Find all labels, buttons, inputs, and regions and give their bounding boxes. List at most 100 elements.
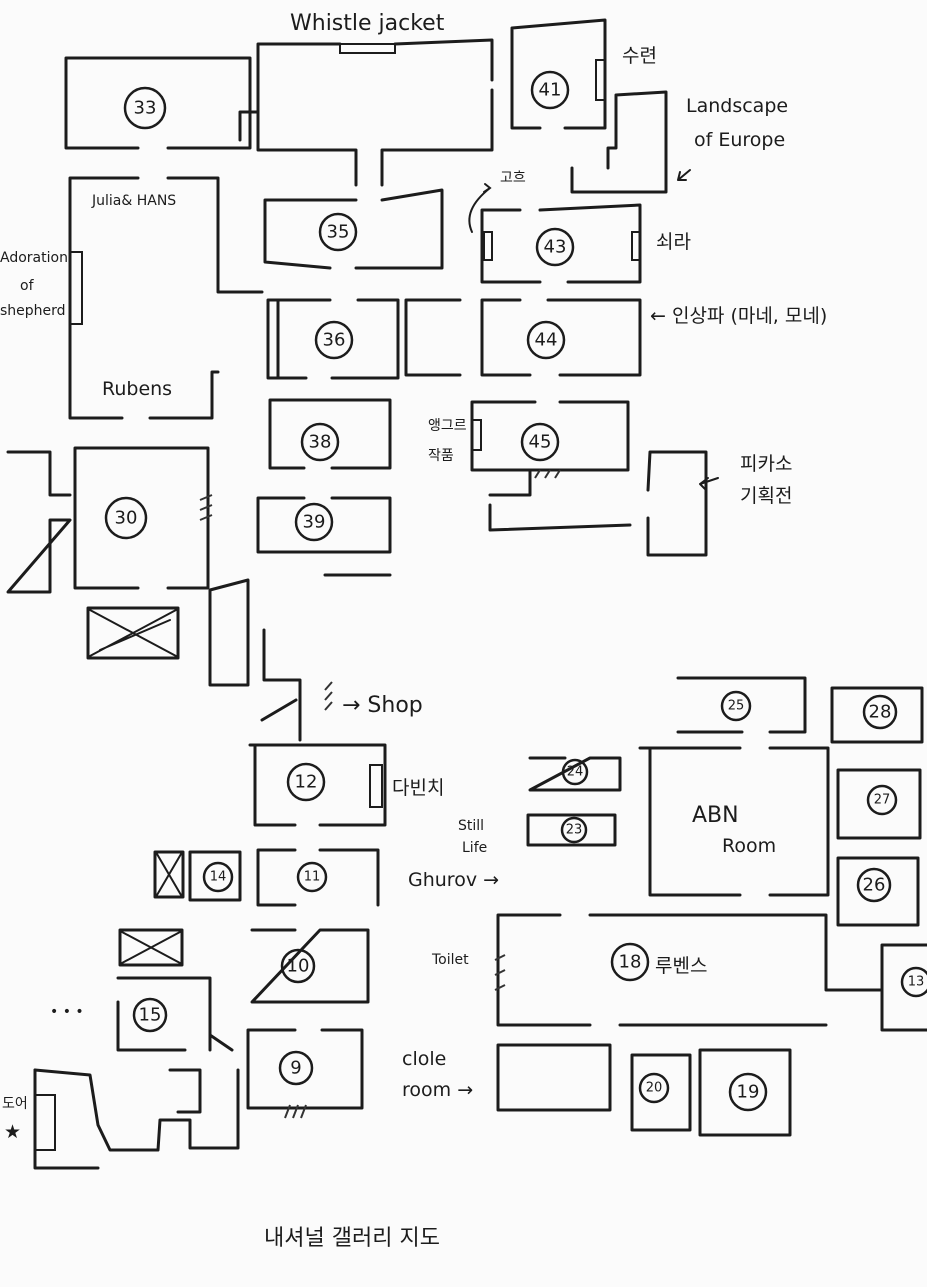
closed-room-30 — [86, 606, 180, 660]
label-cloakroom-2: room → — [402, 1079, 473, 1101]
room-41[interactable] — [510, 18, 607, 130]
room-24[interactable] — [528, 756, 622, 792]
room-35-number: 35 — [327, 222, 350, 243]
room-19[interactable] — [698, 1048, 792, 1137]
room-35-marker — [318, 212, 358, 252]
room-33-number: 33 — [134, 98, 157, 119]
room-41-number: 41 — [539, 80, 562, 101]
room-45-number: 45 — [529, 432, 552, 453]
room-14-marker — [202, 861, 234, 893]
room-28-marker — [862, 694, 898, 730]
room-landscape-of-europe[interactable] — [570, 90, 668, 194]
room-25-number: 25 — [728, 699, 745, 714]
label-adoration-3: shepherd — [0, 303, 66, 319]
label-adoration-1: Adoration — [0, 250, 68, 266]
label-ghurov: Ghurov → — [408, 869, 499, 891]
room-39-marker — [294, 502, 334, 542]
room-18[interactable] — [496, 913, 882, 1027]
room-35[interactable] — [263, 188, 444, 270]
room-13-number: 13 — [908, 975, 925, 990]
label-go: 고흐 — [500, 170, 526, 186]
room-27[interactable] — [836, 768, 922, 840]
room-julia-hans[interactable] — [68, 176, 264, 420]
label-whistlejacket: Whistle jacket — [290, 11, 445, 36]
room-23-number: 23 — [566, 823, 583, 838]
room-44[interactable] — [480, 298, 642, 377]
label-cloakroom-1: clole — [402, 1048, 446, 1070]
room-30-number: 30 — [115, 508, 138, 529]
room-12[interactable] — [248, 743, 387, 827]
room-36-number: 36 — [323, 330, 346, 351]
room-14[interactable] — [153, 850, 242, 902]
room-10[interactable] — [250, 928, 370, 1004]
room-10-marker — [280, 948, 316, 984]
room-15-marker — [132, 997, 168, 1033]
room-12-number: 12 — [295, 772, 318, 793]
room-picasso-exhibition[interactable] — [646, 450, 708, 557]
label-rubens-top: Rubens — [102, 378, 172, 400]
room-43-marker — [535, 227, 575, 267]
room-13-marker — [900, 966, 927, 998]
room-39[interactable] — [256, 496, 392, 577]
room-30-marker — [104, 496, 148, 540]
room-14-number: 14 — [210, 870, 227, 885]
label-adoration-2: of — [20, 278, 35, 294]
room-15-number: 15 — [139, 1005, 162, 1026]
room-33[interactable] — [64, 56, 252, 150]
label-toilet: Toilet — [431, 952, 469, 968]
room-9[interactable] — [246, 1028, 364, 1119]
entrance-star-icon: ★ — [4, 1121, 21, 1143]
room-38-number: 38 — [309, 432, 332, 453]
room-39-number: 39 — [303, 512, 326, 533]
room-41-marker — [530, 70, 570, 110]
label-picasso-1: 피카소 — [740, 453, 792, 475]
room-28-number: 28 — [869, 702, 892, 723]
room-15[interactable] — [116, 928, 234, 1052]
room-43[interactable] — [480, 203, 642, 284]
label-ingres-1: 앵그르 — [428, 418, 467, 434]
room-44-marker — [526, 320, 566, 360]
room-cloakroom[interactable] — [496, 1043, 612, 1112]
arrows — [468, 169, 719, 491]
room-20[interactable] — [630, 1053, 692, 1132]
room-13[interactable] — [880, 943, 927, 1032]
label-ingres-2: 작품 — [428, 448, 454, 464]
room-44-number: 44 — [535, 330, 558, 351]
room-26[interactable] — [836, 856, 920, 927]
room-18-number: 18 — [619, 952, 642, 973]
room-38-marker — [300, 422, 340, 462]
label-davinci: 다빈치 — [392, 777, 444, 799]
room-45-marker — [520, 422, 560, 462]
label-rubens-18: 루벤스 — [655, 955, 707, 977]
label-entrance: 도어 — [2, 1096, 28, 1112]
room-11-marker — [296, 861, 328, 893]
room-20-marker — [638, 1072, 670, 1104]
room-abn[interactable] — [638, 746, 830, 897]
room-28[interactable] — [830, 686, 924, 744]
room-11-number: 11 — [304, 870, 321, 885]
room-36[interactable] — [266, 298, 462, 380]
room-16[interactable] — [33, 1068, 240, 1170]
room-38[interactable] — [268, 398, 392, 470]
corridor-to-shop — [208, 578, 302, 742]
room-36-marker — [314, 320, 354, 360]
room-9-marker — [278, 1050, 314, 1086]
label-impressionism: ← 인상파 (마네, 모네) — [650, 305, 827, 327]
label-still-life-2: Life — [462, 840, 487, 856]
room-25[interactable] — [676, 676, 807, 734]
room-33-marker — [123, 86, 167, 130]
room-23[interactable] — [526, 813, 617, 847]
room-26-marker — [856, 867, 892, 903]
label-picasso-2: 기획전 — [740, 485, 792, 507]
room-9-number: 9 — [290, 1058, 301, 1079]
label-sugeon: 수련 — [622, 45, 657, 67]
room-30[interactable] — [6, 446, 210, 594]
room-45[interactable] — [470, 400, 632, 532]
room-11[interactable] — [256, 848, 380, 907]
label-ellipsis: • • • — [50, 1004, 84, 1020]
room-43-number: 43 — [544, 237, 567, 258]
room-19-number: 19 — [737, 1082, 760, 1103]
room-whistlejacket[interactable] — [238, 38, 494, 187]
